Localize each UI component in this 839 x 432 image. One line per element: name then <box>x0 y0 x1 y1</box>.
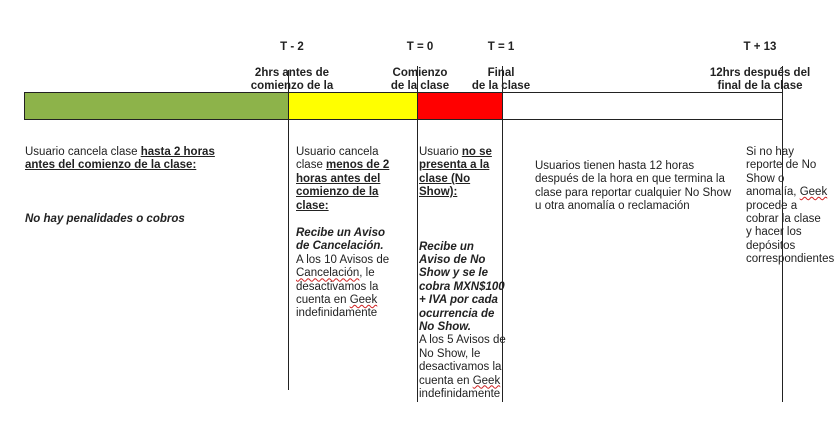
marker-desc: 12hrs después del final de la clase <box>709 67 811 92</box>
line-t-minus-2 <box>288 70 289 390</box>
marker-desc: Final de la clase <box>471 67 531 92</box>
marker-t-1: T = 1 Final de la clase <box>460 28 542 106</box>
cancel-late-text: Usuario cancela clase menos de 2 horas a… <box>296 146 390 212</box>
column-cancel-late: Usuario cancela clase menos de 2 horas a… <box>296 146 396 321</box>
column-no-show: Usuario no se presenta a la clase (No Sh… <box>419 146 507 402</box>
segment-white <box>502 92 783 120</box>
segment-yellow <box>288 92 418 120</box>
marker-code: T - 2 <box>280 41 304 53</box>
column-report-window: Usuarios tienen hasta 12 horas después d… <box>535 160 735 214</box>
line-t-0 <box>417 66 418 402</box>
marker-code: T = 1 <box>487 41 515 53</box>
no-show-detail: A los 5 Avisos de No Show, le desactivam… <box>419 334 506 401</box>
no-show-note: Recibe un Aviso de No Show y se le cobra… <box>419 240 505 334</box>
segment-red <box>417 92 503 120</box>
column-charge: Si no hay reporte de No Show o anomalía,… <box>746 146 835 267</box>
line-t-plus-13 <box>782 66 783 402</box>
cancel-late-detail: A los 10 Avisos de Cancelación, le desac… <box>296 253 390 320</box>
no-show-text: Usuario no se presenta a la clase (No Sh… <box>419 146 492 199</box>
marker-code: T = 0 <box>406 41 434 53</box>
marker-code: T + 13 <box>743 41 777 53</box>
cancel-late-note: Recibe un Aviso de Cancelación. <box>296 227 386 253</box>
marker-t-0: T = 0 Comienzo de la clase <box>380 28 460 106</box>
charge-text: Si no hay reporte de No Show o anomalía,… <box>746 146 835 266</box>
marker-t-plus-13: T + 13 12hrs después del final de la cla… <box>690 28 830 106</box>
report-window-text: Usuarios tienen hasta 12 horas después d… <box>535 160 732 213</box>
marker-desc: Comienzo de la clase <box>390 67 450 92</box>
segment-green <box>24 92 289 120</box>
column-cancel-early: Usuario cancela clase hasta 2 horas ante… <box>25 146 240 226</box>
cancel-early-note: No hay penalidades o cobros <box>25 212 185 225</box>
cancel-early-text: Usuario cancela clase hasta 2 horas ante… <box>25 146 215 172</box>
line-t-1 <box>502 66 503 402</box>
